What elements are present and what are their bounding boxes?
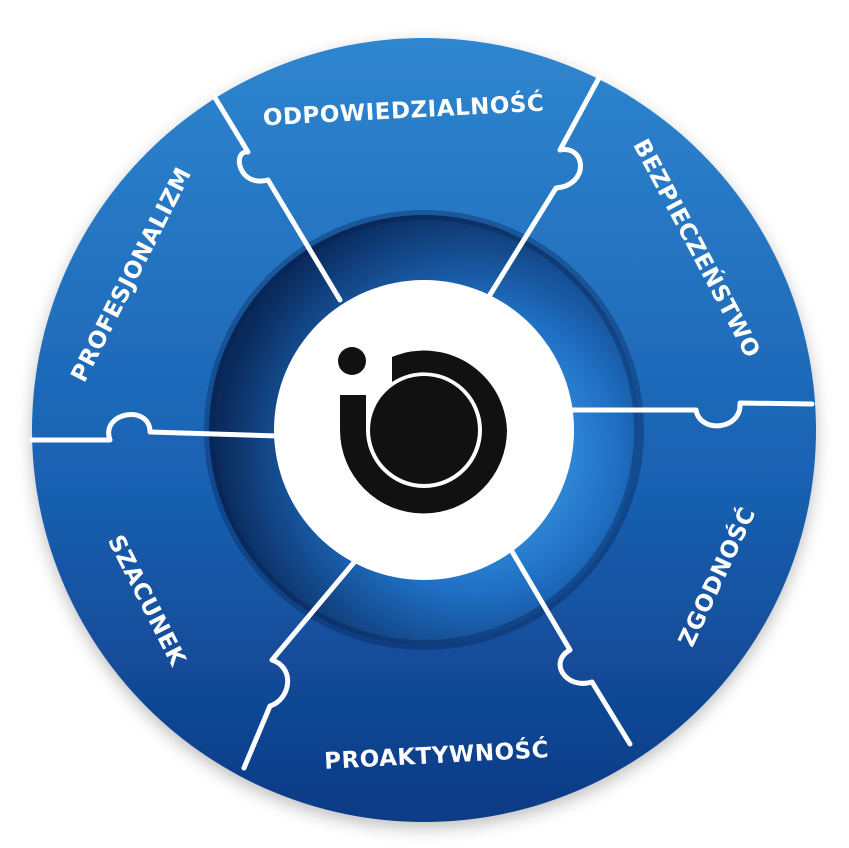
logo-c-icon [338,347,507,514]
segment-separators [29,73,815,771]
inner-ring-shade [204,210,644,650]
